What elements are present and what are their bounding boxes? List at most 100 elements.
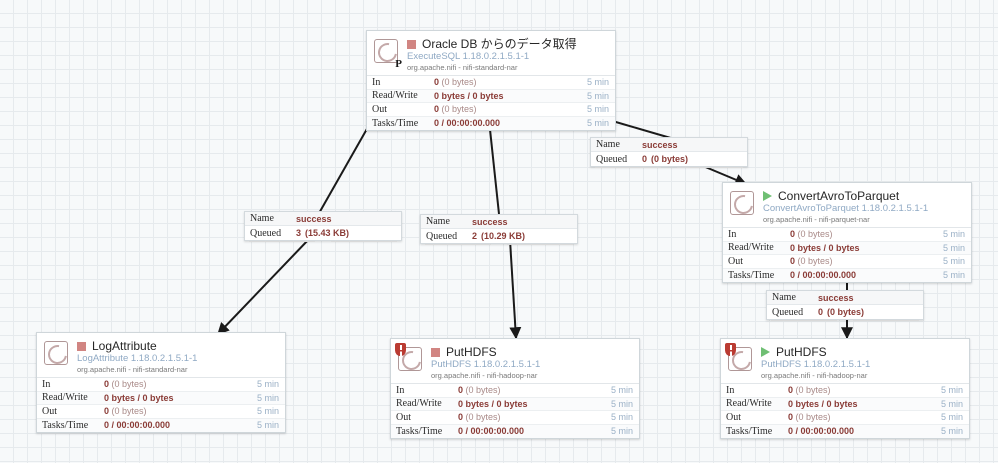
connection-queued-size: (10.29 KB) — [481, 231, 526, 241]
connection-queue-bar-size — [507, 243, 573, 245]
processor-title-block: LogAttribute LogAttribute 1.18.0.2.1.5.1… — [76, 339, 279, 375]
connection-queued-row: Queued 0 (0 bytes) — [767, 305, 923, 319]
processor-put-hdfs-right[interactable]: PutHDFS PutHDFS 1.18.0.2.1.5.1-1 org.apa… — [720, 338, 970, 439]
stat-time-tasks: 5 min — [610, 426, 633, 437]
stat-value-tasks: 0 / 00:00:00.000 — [434, 118, 501, 129]
stat-row-in: In 0 (0 bytes) 5 min — [391, 384, 639, 398]
processor-name: LogAttribute — [92, 339, 157, 353]
processor-title-block: PutHDFS PutHDFS 1.18.0.2.1.5.1-1 org.apa… — [430, 345, 633, 381]
stat-value-out: 0 (0 bytes) — [788, 412, 831, 423]
connection-queued-size: (0 bytes) — [827, 307, 865, 317]
stat-label-out: Out — [372, 103, 387, 115]
stat-time-tasks: 5 min — [942, 270, 965, 281]
connection-label-to-log-attribute[interactable]: Name success Queued 3 (15.43 KB) — [244, 211, 402, 242]
connection-queued-label: Queued — [250, 227, 282, 239]
stat-detail-in: (0 bytes) — [793, 385, 831, 396]
stat-time-in: 5 min — [942, 229, 965, 240]
connection-name-label: Name — [250, 213, 274, 224]
stat-detail-out: (0 bytes) — [439, 104, 477, 115]
stat-label-tasks: Tasks/Time — [42, 419, 89, 431]
connection-queue-bar-count — [595, 166, 661, 168]
connection-label-to-convert-avro-to-parquet[interactable]: Name success Queued 0 (0 bytes) — [590, 137, 748, 168]
connection-queued-label: Queued — [772, 306, 804, 318]
bulletin-warning-icon[interactable] — [725, 343, 736, 356]
stat-time-readwrite: 5 min — [942, 242, 965, 253]
stat-time-in: 5 min — [256, 379, 279, 390]
stat-value-out: 0 (0 bytes) — [458, 412, 501, 423]
stat-row-in: In 0 (0 bytes) 5 min — [367, 76, 615, 90]
stat-row-readwrite: Read/Write 0 bytes / 0 bytes 5 min — [391, 397, 639, 411]
stat-row-tasks: Tasks/Time 0 / 00:00:00.000 5 min — [723, 268, 971, 282]
stat-value-in: 0 (0 bytes) — [790, 229, 833, 240]
processor-convert-avro-to-parquet[interactable]: ConvertAvroToParquet ConvertAvroToParque… — [722, 182, 972, 283]
connection-label-to-put-hdfs-right[interactable]: Name success Queued 0 (0 bytes) — [766, 290, 924, 321]
stat-label-readwrite: Read/Write — [396, 398, 442, 410]
stat-value-readwrite: 0 bytes / 0 bytes — [788, 398, 858, 409]
connection-label-to-put-hdfs-center[interactable]: Name success Queued 2 (10.29 KB) — [420, 214, 578, 245]
processor-put-hdfs-center[interactable]: PutHDFS PutHDFS 1.18.0.2.1.5.1-1 org.apa… — [390, 338, 640, 439]
stat-value-in: 0 (0 bytes) — [458, 385, 501, 396]
stat-time-readwrite: 5 min — [586, 90, 609, 101]
primary-node-badge-icon: P — [395, 58, 402, 70]
stat-row-out: Out 0 (0 bytes) 5 min — [723, 255, 971, 269]
stat-row-tasks: Tasks/Time 0 / 00:00:00.000 5 min — [721, 424, 969, 438]
stat-row-readwrite: Read/Write 0 bytes / 0 bytes 5 min — [723, 241, 971, 255]
stat-value-tasks: 0 / 00:00:00.000 — [788, 426, 855, 437]
bulletin-warning-icon[interactable] — [395, 343, 406, 356]
stat-time-readwrite: 5 min — [610, 398, 633, 409]
stat-time-out: 5 min — [610, 412, 633, 423]
stat-detail-out: (0 bytes) — [463, 412, 501, 423]
connection-queued-row: Queued 2 (10.29 KB) — [421, 229, 577, 243]
stat-detail-out: (0 bytes) — [793, 412, 831, 423]
processor-log-attribute[interactable]: LogAttribute LogAttribute 1.18.0.2.1.5.1… — [36, 332, 286, 433]
processor-stats: In 0 (0 bytes) 5 min Read/Write 0 bytes … — [37, 377, 285, 432]
stat-label-in: In — [42, 378, 51, 390]
processor-glyph-icon — [730, 191, 754, 215]
stat-value-out: 0 (0 bytes) — [790, 256, 833, 267]
processor-bundle: org.apache.nifi - nifi-parquet-nar — [763, 215, 870, 224]
run-status-running-icon[interactable] — [763, 191, 772, 201]
processor-name: PutHDFS — [776, 345, 827, 359]
edge-executesql-to-puthdfs-upper — [488, 119, 500, 215]
stat-label-tasks: Tasks/Time — [396, 425, 443, 437]
connection-queue-bar-size — [331, 240, 397, 242]
stat-value-readwrite: 0 bytes / 0 bytes — [434, 90, 504, 101]
stat-value-in: 0 (0 bytes) — [788, 385, 831, 396]
processor-header: LogAttribute LogAttribute 1.18.0.2.1.5.1… — [37, 333, 285, 377]
processor-type: ExecuteSQL 1.18.0.2.1.5.1-1 — [407, 51, 530, 62]
connection-queued-count: 3 — [296, 228, 302, 238]
stat-detail-out: (0 bytes) — [795, 256, 833, 267]
stat-label-readwrite: Read/Write — [42, 392, 88, 404]
stat-label-out: Out — [42, 405, 57, 417]
stat-value-in: 0 (0 bytes) — [434, 77, 477, 88]
stat-row-tasks: Tasks/Time 0 / 00:00:00.000 5 min — [37, 418, 285, 432]
run-status-running-icon[interactable] — [761, 347, 770, 357]
connection-name-row: Name success — [245, 212, 401, 226]
connection-queue-bar-count — [425, 243, 491, 245]
stat-row-tasks: Tasks/Time 0 / 00:00:00.000 5 min — [391, 424, 639, 438]
run-status-stopped-icon[interactable] — [407, 39, 416, 49]
processor-title-block: ConvertAvroToParquet ConvertAvroToParque… — [762, 189, 965, 225]
processor-stats: In 0 (0 bytes) 5 min Read/Write 0 bytes … — [721, 383, 969, 438]
processor-type: ConvertAvroToParquet 1.18.0.2.1.5.1-1 — [763, 203, 929, 214]
connection-queued-count: 2 — [472, 231, 478, 241]
processor-glyph-icon — [44, 341, 68, 365]
stat-row-tasks: Tasks/Time 0 / 00:00:00.000 5 min — [367, 116, 615, 130]
processor-glyph-icon — [728, 347, 752, 371]
stat-label-tasks: Tasks/Time — [372, 117, 419, 129]
run-status-stopped-icon[interactable] — [77, 341, 86, 351]
stat-time-tasks: 5 min — [256, 420, 279, 431]
connection-relationship: success — [818, 292, 854, 303]
connection-queued-row: Queued 3 (15.43 KB) — [245, 226, 401, 240]
stat-row-in: In 0 (0 bytes) 5 min — [721, 384, 969, 398]
stat-row-in: In 0 (0 bytes) 5 min — [723, 228, 971, 242]
connection-queued-label: Queued — [596, 153, 628, 165]
stat-time-in: 5 min — [586, 77, 609, 88]
processor-name: Oracle DB からのデータ取得 — [422, 37, 577, 51]
run-status-stopped-icon[interactable] — [431, 347, 440, 357]
edge-executesql-to-logattribute-lower — [217, 237, 311, 335]
stat-value-tasks: 0 / 00:00:00.000 — [790, 270, 857, 281]
processor-oracle-db-executesql[interactable]: P Oracle DB からのデータ取得 ExecuteSQL 1.18.0.2… — [366, 30, 616, 131]
stat-row-readwrite: Read/Write 0 bytes / 0 bytes 5 min — [367, 89, 615, 103]
